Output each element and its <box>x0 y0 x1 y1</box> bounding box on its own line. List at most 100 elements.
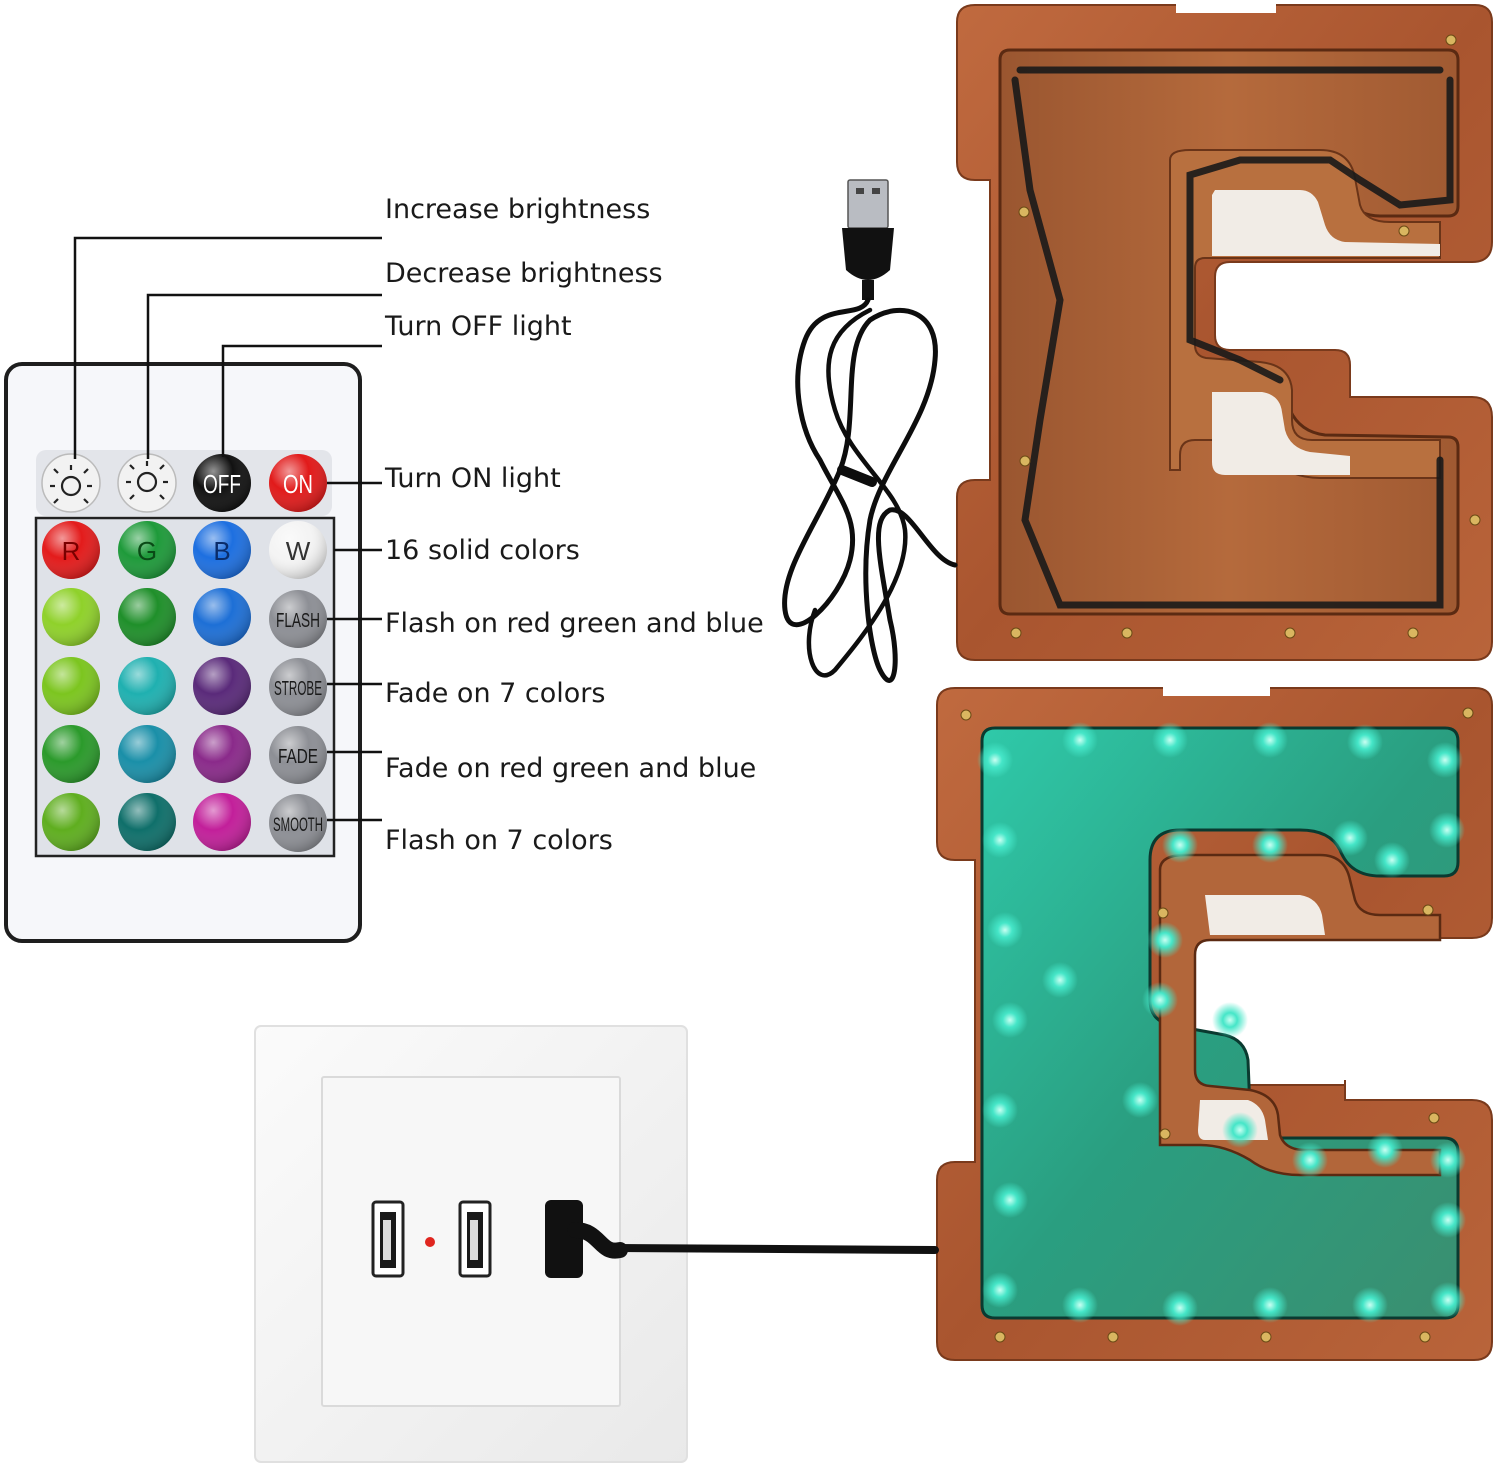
color-button[interactable] <box>118 793 176 851</box>
color-button[interactable] <box>42 657 100 715</box>
led-light <box>982 1272 1018 1308</box>
lit-e-top-slot <box>1163 686 1270 696</box>
led-light <box>1430 1282 1466 1318</box>
brightness-up-button[interactable] <box>41 453 101 513</box>
on-label: ON <box>283 469 313 499</box>
label-increase-brightness: Increase brightness <box>385 194 651 225</box>
socket-cable <box>611 1244 939 1254</box>
color-button[interactable] <box>193 725 251 783</box>
off-label: OFF <box>203 469 241 499</box>
leader-lines <box>73 236 382 822</box>
led-light <box>987 912 1023 948</box>
fade-button[interactable]: FADE <box>269 726 327 784</box>
led-light <box>1430 1202 1466 1238</box>
label-flash-rgb: Flash on red green and blue <box>385 608 764 639</box>
led-strip-unlit <box>1011 66 1454 609</box>
off-button[interactable]: OFF <box>193 454 251 512</box>
on-button[interactable]: ON <box>269 454 327 512</box>
red-button[interactable]: R <box>42 521 100 579</box>
flash-label: FLASH <box>276 610 320 632</box>
color-button[interactable] <box>193 588 251 646</box>
label-decrease-brightness: Decrease brightness <box>385 258 663 289</box>
label-fade-7-colors: Fade on 7 colors <box>385 678 606 709</box>
led-light <box>1332 820 1368 856</box>
led-light <box>1062 722 1098 758</box>
led-light <box>1374 842 1410 878</box>
usb-port-left[interactable] <box>371 1200 405 1278</box>
led-light <box>1162 1290 1198 1326</box>
led-light <box>1147 922 1183 958</box>
indicator-led <box>425 1237 435 1247</box>
brightness-up-icon <box>50 465 92 504</box>
color-button[interactable] <box>193 657 251 715</box>
smooth-button[interactable]: SMOOTH <box>269 794 327 852</box>
usb-cable <box>782 179 958 683</box>
color-button[interactable] <box>118 725 176 783</box>
led-light <box>1430 1142 1466 1178</box>
led-light <box>1152 722 1188 758</box>
led-light <box>1292 1142 1328 1178</box>
led-light <box>1352 1287 1388 1323</box>
brightness-down-icon <box>126 461 168 500</box>
strobe-label: STROBE <box>274 678 322 700</box>
lit-e-gap <box>1205 895 1325 935</box>
led-light <box>982 1092 1018 1128</box>
wooden-letter-e-unlit <box>956 3 1493 661</box>
letter-e-gap-lower <box>1212 392 1350 475</box>
green-button[interactable]: G <box>118 521 176 579</box>
led-light <box>977 742 1013 778</box>
led-light <box>1162 827 1198 863</box>
led-light <box>982 822 1018 858</box>
color-button[interactable] <box>118 588 176 646</box>
screws-top <box>1010 34 1481 639</box>
led-light <box>1252 1287 1288 1323</box>
label-turn-off-light: Turn OFF light <box>385 311 572 342</box>
usb-plug-icon <box>842 179 894 300</box>
led-light <box>1347 724 1383 760</box>
usb-cable-coil <box>782 297 958 683</box>
b-label: B <box>213 536 230 566</box>
led-light <box>992 1182 1028 1218</box>
blue-button[interactable]: B <box>193 521 251 579</box>
led-light <box>1062 1287 1098 1323</box>
label-flash-7-colors: Flash on 7 colors <box>385 825 613 856</box>
label-fade-rgb: Fade on red green and blue <box>385 753 757 784</box>
screws-bottom <box>960 707 1474 1343</box>
r-label: R <box>62 536 81 566</box>
wall-usb-socket <box>254 1025 939 1463</box>
wooden-letter-e-lit <box>936 686 1493 1361</box>
usb-port-right[interactable] <box>458 1200 492 1278</box>
flash-button[interactable]: FLASH <box>269 590 327 648</box>
strobe-button[interactable]: STROBE <box>269 658 327 716</box>
color-button[interactable] <box>42 725 100 783</box>
usb-cable-tie <box>837 465 877 487</box>
led-light <box>1142 982 1178 1018</box>
led-lights <box>977 722 1466 1326</box>
color-button[interactable] <box>42 588 100 646</box>
white-button[interactable]: W <box>269 521 327 579</box>
label-turn-on-light: Turn ON light <box>385 463 561 494</box>
letter-e-inner-cavity <box>998 48 1460 616</box>
usb-cable-coil-2 <box>806 307 908 678</box>
g-label: G <box>137 536 157 566</box>
led-light <box>1212 1002 1248 1038</box>
led-light <box>1222 1112 1258 1148</box>
remote-top-panel <box>36 450 332 516</box>
led-light <box>1427 742 1463 778</box>
led-light <box>1252 827 1288 863</box>
letter-e-top-slot <box>1176 3 1276 13</box>
led-light <box>1252 722 1288 758</box>
letter-e-gap <box>1212 190 1440 256</box>
color-button-grid <box>42 588 251 851</box>
label-16-solid-colors: 16 solid colors <box>385 535 580 566</box>
led-light <box>1367 1132 1403 1168</box>
led-light <box>1122 1082 1158 1118</box>
fade-label: FADE <box>278 746 318 768</box>
remote-control: OFF ON R G B W <box>4 362 362 943</box>
color-button[interactable] <box>193 793 251 851</box>
brightness-down-button[interactable] <box>117 453 177 513</box>
color-button[interactable] <box>42 793 100 851</box>
led-light <box>992 1002 1028 1038</box>
color-button[interactable] <box>118 657 176 715</box>
